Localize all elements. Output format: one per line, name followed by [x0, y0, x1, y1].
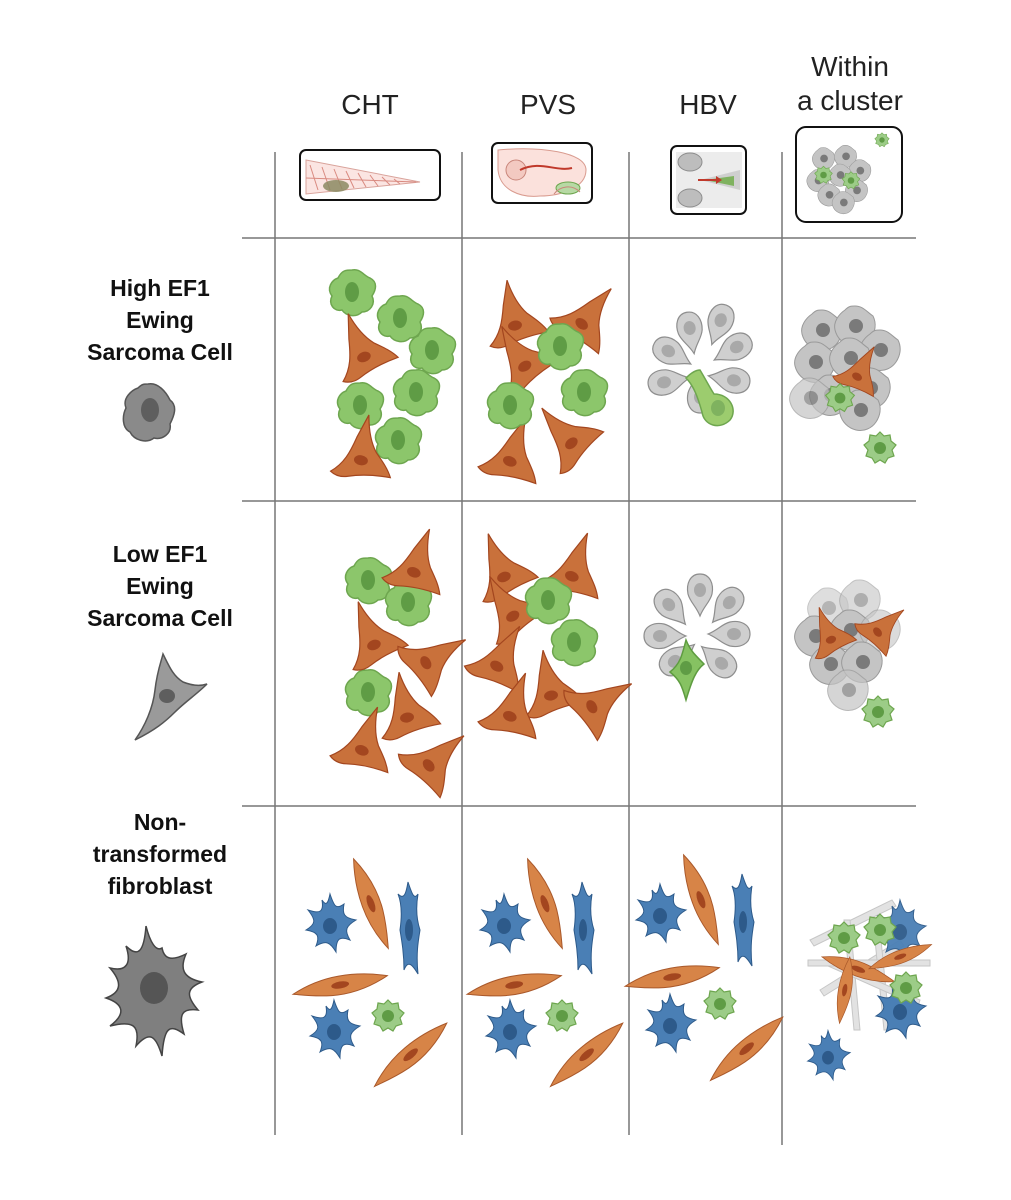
column-header-cht: CHT: [341, 89, 399, 120]
row-header-high-line3: Sarcoma Cell: [87, 339, 233, 365]
row-header-high-ef1: High EF1 Ewing Sarcoma Cell: [60, 272, 260, 368]
cell-low-cht: [328, 518, 486, 803]
column-header-cluster-line1: Within: [811, 51, 889, 82]
cell-high-cht: [321, 268, 457, 486]
cell-fib-cht: [290, 854, 455, 1094]
row-header-fib-line1: Non-: [133, 809, 187, 835]
cell-fib-cluster: [807, 899, 935, 1081]
thumbnail-pvs: [491, 142, 593, 204]
thumbnail-cht: [299, 149, 441, 201]
row-header-low-line2: Ewing: [126, 573, 194, 599]
cell-low-cluster: [794, 579, 920, 728]
cell-high-pvs: [476, 270, 637, 492]
row-header-high-line1: High EF1: [110, 275, 210, 301]
cell-low-pvs: [461, 522, 649, 747]
row-header-low-ef1: Low EF1 Ewing Sarcoma Cell: [60, 538, 260, 634]
cell-fib-hbv: [622, 850, 791, 1088]
cell-fib-pvs: [464, 854, 631, 1094]
row-icon-fibroblast: [103, 925, 205, 1057]
column-header-hbv: HBV: [679, 89, 737, 120]
row-header-low-line3: Sarcoma Cell: [87, 605, 233, 631]
cell-high-cluster: [789, 305, 901, 464]
column-header-cluster: Within a cluster: [770, 50, 930, 118]
cell-low-hbv: [643, 573, 751, 703]
row-header-high-line2: Ewing: [126, 307, 194, 333]
thumbnail-cluster: [795, 126, 903, 223]
row-header-fibroblast: Non- transformed fibroblast: [60, 806, 260, 902]
row-header-fib-line3: fibroblast: [107, 873, 213, 899]
row-header-fib-line2: transformed: [92, 841, 228, 867]
column-header-pvs: PVS: [519, 89, 577, 120]
cell-high-hbv: [645, 300, 758, 427]
row-header-low-line1: Low EF1: [112, 541, 208, 567]
column-header-cluster-line2: a cluster: [797, 85, 903, 116]
thumbnail-hbv: [670, 145, 747, 215]
row-icon-high-ef1: [122, 383, 176, 442]
row-icon-low-ef1: [134, 651, 208, 741]
